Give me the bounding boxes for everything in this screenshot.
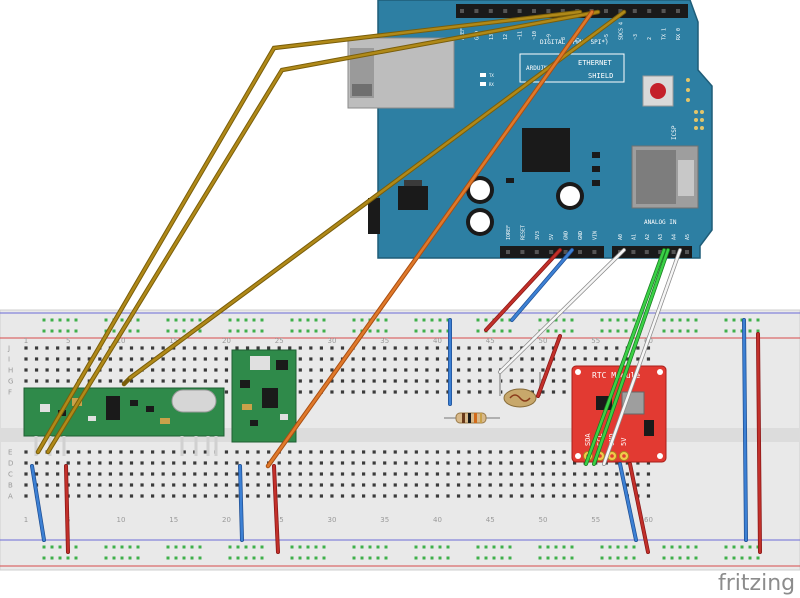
- digital-pin-label: 7: [575, 37, 581, 40]
- analog-header: [612, 246, 692, 258]
- row-letter: D: [8, 460, 13, 468]
- row-letter: F: [8, 389, 12, 397]
- power-pin-label: GND: [578, 231, 584, 240]
- analog-pin-label: A0: [618, 234, 624, 240]
- row-letter: B: [8, 482, 13, 490]
- capacitor: [466, 208, 494, 236]
- icsp-header: [694, 110, 704, 130]
- analog-label: ANALOG IN: [644, 219, 677, 226]
- column-number-bottom: 20: [222, 516, 231, 524]
- row-letter: H: [8, 367, 13, 375]
- rtc-pin-label: 5V: [620, 437, 628, 446]
- capacitor: [556, 182, 584, 210]
- capacitor: [466, 176, 494, 204]
- power-pin-label: 5V: [549, 234, 555, 240]
- analog-pin-label: A1: [631, 234, 637, 240]
- shield-title-line2: SHIELD: [588, 72, 613, 80]
- digital-pin-label: ~11: [518, 31, 524, 40]
- rtc-pin-label: SDA: [584, 433, 592, 446]
- digital-pin-label: RX 0: [676, 28, 682, 40]
- digital-pin-label: ~3: [633, 34, 639, 40]
- power-pin-label: RESET: [520, 225, 526, 240]
- power-pin-labels: IOREF RESET 3V3 5V GND GND VIN: [506, 225, 598, 240]
- arduino-logo: ARDUINO: [526, 65, 552, 72]
- column-number-top: 55: [591, 337, 600, 345]
- analog-pin-label: A4: [672, 234, 678, 240]
- column-number-top: 40: [433, 337, 442, 345]
- column-number-bottom: 40: [433, 516, 442, 524]
- column-number-top: 25: [275, 337, 284, 345]
- column-number-top: 20: [222, 337, 231, 345]
- digital-pin-label: AREF: [460, 28, 466, 40]
- voltage-regulator: [398, 186, 428, 210]
- rf-transmitter-module: [231, 349, 297, 443]
- digital-pin-label: 2: [647, 37, 653, 40]
- column-number-bottom: 35: [380, 516, 389, 524]
- analog-pin-label: A3: [658, 234, 664, 240]
- column-number-top: 5: [66, 337, 70, 345]
- breadboard-holes: [24, 318, 760, 560]
- tx-led-label: TX: [489, 73, 494, 78]
- column-number-bottom: 55: [591, 516, 600, 524]
- column-number-top: 35: [380, 337, 389, 345]
- row-letter: E: [8, 449, 12, 457]
- power-header-pins: [506, 250, 597, 254]
- ethernet-chip: [522, 128, 570, 172]
- column-number-bottom: 60: [644, 516, 653, 524]
- column-number-top: 45: [486, 337, 495, 345]
- digital-label: DIGITAL (PWM~ SPI*): [540, 39, 609, 46]
- digital-pin-label: ~10: [532, 31, 538, 40]
- row-letter: I: [8, 356, 10, 364]
- icsp-label: ICSP: [671, 125, 678, 140]
- digital-pin-label: TX 1: [662, 28, 668, 40]
- digital-pin-label: ~5: [604, 34, 610, 40]
- column-number-bottom: 45: [486, 516, 495, 524]
- column-number-top: 1: [24, 337, 28, 345]
- analog-pin-label: A2: [645, 234, 651, 240]
- row-letter: G: [8, 378, 13, 386]
- rf-receiver-module: [23, 387, 225, 456]
- column-number-bottom: 10: [116, 516, 125, 524]
- digital-pin-label: 13: [489, 34, 495, 40]
- analog-pin-labels: A0 A1 A2 A3 A4 A5: [618, 234, 691, 240]
- column-number-bottom: 25: [275, 516, 284, 524]
- rx-led-label: RX: [489, 82, 494, 87]
- analog-pin-label: A5: [685, 234, 691, 240]
- digital-pin-label: ~9: [546, 34, 552, 40]
- digital-pin-label: SDCS 4: [618, 22, 624, 40]
- fritzing-watermark: fritzing: [718, 571, 795, 596]
- breadboard: 1 1 55 10 10 15 15 20 20 25 25 30 30 35 35 40 40 45 45 50 50…: [0, 309, 800, 571]
- row-letter: A: [8, 493, 13, 501]
- column-number-bottom: 15: [169, 516, 178, 524]
- digital-pin-label: 8: [561, 37, 567, 40]
- power-pin-label: IOREF: [506, 225, 512, 240]
- digital-header-pins: [460, 9, 680, 13]
- resistor: [444, 412, 500, 424]
- row-letter: J: [7, 345, 10, 353]
- wires: [30, 9, 762, 554]
- column-number-bottom: 1: [24, 516, 28, 524]
- power-pin-label: 3V3: [535, 231, 541, 240]
- column-number-top: 50: [538, 337, 547, 345]
- digital-pin-label: 12: [503, 34, 509, 40]
- power-pin-label: GND: [564, 231, 570, 240]
- row-letter: C: [8, 471, 13, 479]
- column-number-top: 15: [169, 337, 178, 345]
- column-number-bottom: 50: [538, 516, 547, 524]
- column-number-top: 30: [327, 337, 336, 345]
- column-number-bottom: 30: [327, 516, 336, 524]
- rtc-pin-label: SCL: [596, 433, 604, 446]
- column-number-top: 10: [116, 337, 125, 345]
- power-pin-label: VIN: [592, 231, 598, 240]
- shield-title-line1: ETHERNET: [578, 59, 613, 67]
